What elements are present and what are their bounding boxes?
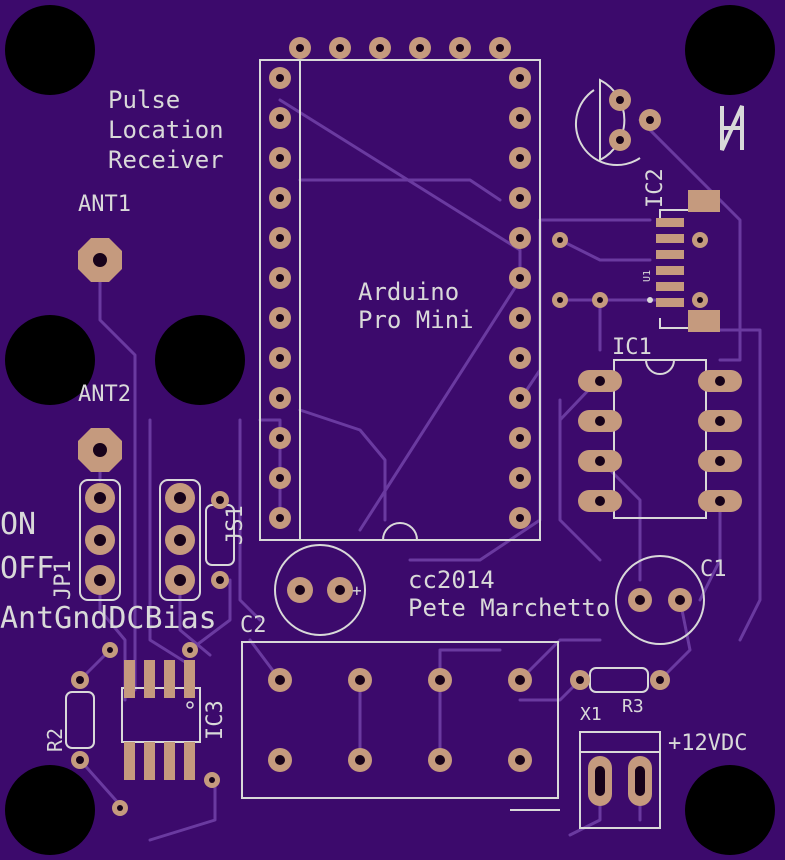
- switch-label-on: ON: [0, 507, 36, 542]
- mounting-hole-bottom-left: [5, 765, 95, 855]
- mounting-hole-bottom-right: [685, 765, 775, 855]
- ic3-chip: IC3: [102, 642, 228, 816]
- ant1-label: ANT1: [78, 192, 131, 217]
- ic1-label: IC1: [612, 335, 652, 360]
- c1-capacitor: C1: [615, 555, 727, 645]
- mounting-hole-mid-left: [5, 315, 95, 405]
- mounting-holes: [5, 5, 775, 855]
- title-line-1: Pulse: [108, 86, 180, 114]
- svg-text:+: +: [352, 581, 362, 600]
- ant2-label: ANT2: [78, 382, 131, 407]
- arduino-footprint: Arduino Pro Mini: [259, 37, 541, 541]
- js1-header: JS1 AntGndDCBias: [0, 479, 248, 636]
- jp1-label: JP1: [51, 560, 76, 600]
- board-title: Pulse Location Receiver: [108, 86, 224, 174]
- r2-label: R2: [43, 728, 67, 752]
- r3-label: R3: [622, 696, 644, 717]
- power-connector: +12VDC: [579, 731, 747, 829]
- title-line-2: Location: [108, 116, 224, 144]
- arduino-header-top: [289, 37, 511, 59]
- module-label-line-1: Arduino: [358, 278, 459, 306]
- bias-label: AntGndDCBias: [0, 601, 217, 636]
- mounting-hole-mid-center: [155, 315, 245, 405]
- js1-label: JS1: [223, 505, 248, 545]
- u1-label: U1: [642, 270, 653, 282]
- c2-label: C2: [240, 613, 267, 638]
- credit: cc2014 Pete Marchetto: [408, 566, 610, 622]
- power-label: +12VDC: [668, 731, 747, 756]
- credit-line-1: cc2014: [408, 566, 495, 594]
- switch-label-off: OFF: [0, 551, 54, 586]
- logo-mark: [720, 105, 744, 151]
- x1-block: X1: [241, 641, 602, 811]
- to92-regulator: [574, 78, 661, 167]
- x1-label: X1: [580, 704, 602, 725]
- ant1: ANT1: [78, 192, 131, 282]
- arduino-pins-left: [269, 67, 291, 529]
- title-line-3: Receiver: [108, 146, 224, 174]
- module-label-line-2: Pro Mini: [358, 306, 474, 334]
- ic2-chip: IC2 U1: [642, 168, 720, 332]
- mounting-hole-top-right: [685, 5, 775, 95]
- ic1-chip: IC1: [578, 335, 742, 519]
- arduino-pins-right: [509, 67, 531, 529]
- vias: [552, 232, 608, 308]
- c2-capacitor: + C2: [240, 544, 366, 638]
- ant2: ANT2: [78, 382, 131, 472]
- c1-label: C1: [700, 557, 727, 582]
- mounting-hole-top-left: [5, 5, 95, 95]
- copper-traces: [78, 98, 762, 842]
- ic2-label: IC2: [643, 168, 668, 208]
- ic3-label: IC3: [203, 700, 228, 740]
- r3-resistor: R3: [570, 667, 670, 717]
- jp1-header: ON OFF JP1: [0, 479, 121, 601]
- credit-line-2: Pete Marchetto: [408, 594, 610, 622]
- r2-resistor: R2: [43, 671, 95, 769]
